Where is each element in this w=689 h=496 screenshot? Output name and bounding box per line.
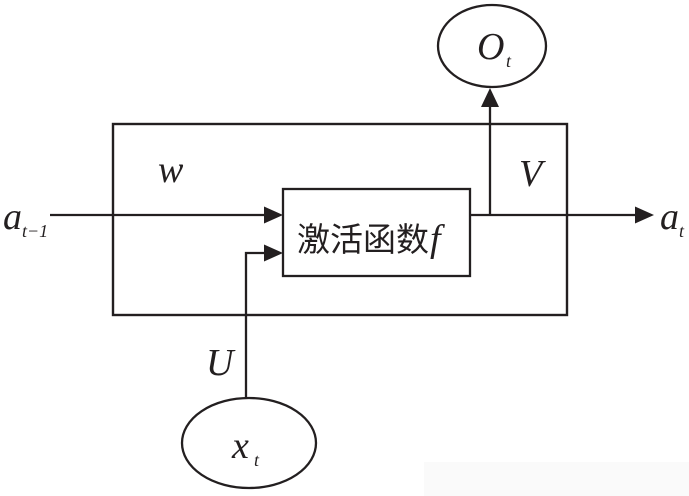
prev-state-subscript: t−1: [22, 221, 48, 241]
input-weight-label: U: [206, 342, 236, 384]
activation-function-box: [281, 187, 472, 278]
next-state-label: a: [660, 196, 679, 238]
recurrent-weight-label: w: [158, 149, 184, 191]
prev-state-arrowhead-icon: [264, 206, 283, 224]
to-output-node-arrow: [481, 88, 499, 215]
output-node-label: O: [477, 26, 504, 68]
input-node-arrowhead-icon: [264, 244, 283, 262]
input-node-line: [244, 251, 266, 398]
output-node-ellipse: [436, 3, 548, 89]
rnn-cell-rectangle: [111, 122, 569, 317]
prev-state-label: a: [3, 196, 22, 238]
activation-function-symbol: f: [430, 218, 445, 260]
prev-state-input-arrow: [50, 206, 283, 224]
output-weight-label: V: [519, 153, 546, 195]
input-node-label: x: [231, 425, 249, 467]
input-node-ellipse: [180, 396, 318, 490]
next-state-subscript: t: [679, 221, 685, 241]
input-node-arrow: [244, 244, 283, 398]
next-state-arrowhead-icon: [635, 206, 654, 224]
to-output-node-arrowhead-icon: [481, 88, 499, 107]
next-state-output-arrow: [470, 206, 654, 224]
watermark-band: [424, 462, 689, 496]
input-node-subscript: t: [254, 450, 260, 470]
activation-function-label: 激活函数: [297, 222, 429, 259]
output-node-subscript: t: [506, 51, 512, 71]
